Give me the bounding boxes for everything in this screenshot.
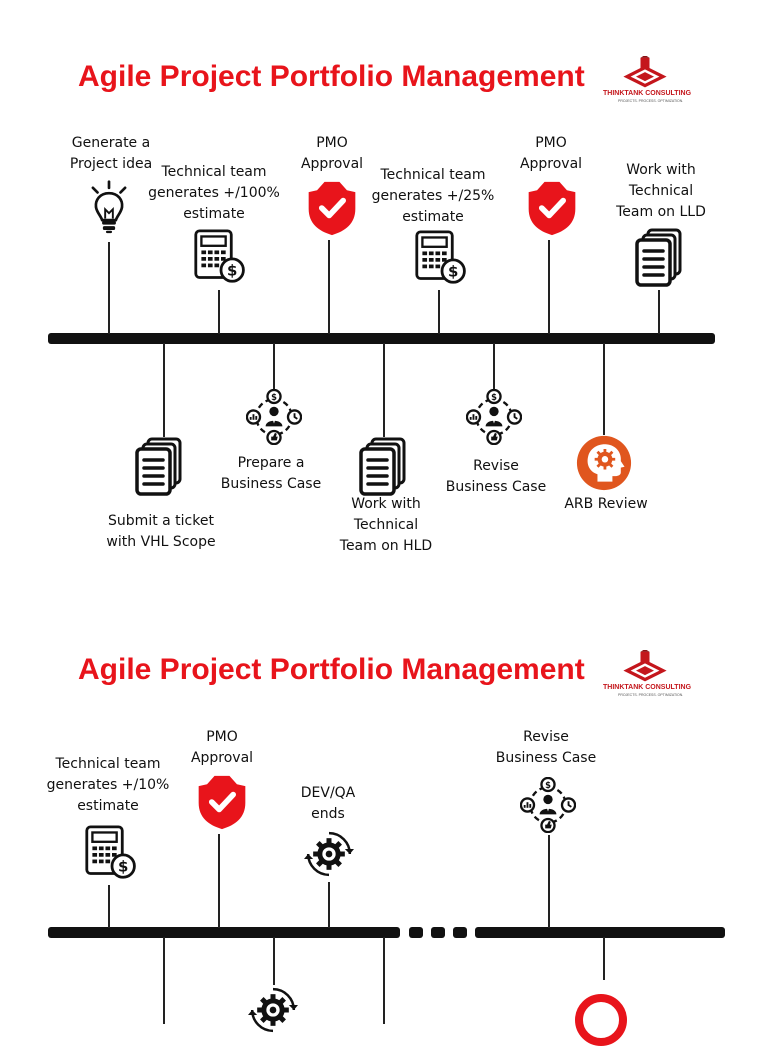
connector-line: [603, 343, 605, 435]
timeline-bar: [48, 333, 715, 344]
logo-tagline: PROJECTS. PROCESS. OPTIMIZATION.: [618, 99, 684, 103]
milestone-label: Revise Business Case: [495, 729, 597, 766]
business-case-icon: [520, 777, 576, 833]
connector-line: [383, 937, 385, 1024]
connector-line: [493, 343, 495, 389]
timeline-bar: [48, 927, 400, 938]
logo-mark-icon: [618, 650, 672, 684]
milestone-label: Technical team generates +/25% estimate: [371, 167, 495, 225]
gear-cycle-icon: [304, 829, 354, 879]
milestone-label: Revise Business Case: [445, 458, 547, 495]
connector-line: [328, 240, 330, 334]
milestone-label: Work with Technical Team on LLD: [616, 162, 706, 220]
connector-line: [603, 937, 605, 980]
milestone-label: Prepare a Business Case: [220, 455, 322, 492]
connector-line: [108, 242, 110, 334]
milestone-label: Work with Technical Team on HLD: [339, 496, 433, 554]
calculator-icon: [193, 227, 249, 287]
milestone-label: PMO Approval: [190, 729, 254, 766]
business-case-icon: [246, 389, 302, 445]
connector-line: [273, 937, 275, 985]
milestone-label: PMO Approval: [519, 135, 583, 172]
documents-icon: [134, 437, 184, 497]
connector-line: [383, 343, 385, 437]
business-case-icon: [466, 389, 522, 445]
connector-line: [328, 882, 330, 928]
documents-icon: [634, 228, 684, 288]
panel-2-title: Agile Project Portfolio Management: [78, 653, 585, 686]
connector-line: [548, 835, 550, 928]
timeline-gap-segment: [453, 927, 467, 938]
connector-line: [658, 290, 660, 334]
connector-line: [548, 240, 550, 334]
approval-shield-icon: [194, 772, 250, 832]
calculator-icon: [84, 823, 140, 883]
timeline-gap-segment: [409, 927, 423, 938]
connector-line: [163, 343, 165, 437]
logo-name: THINKTANK CONSULTING: [603, 684, 692, 691]
connector-line: [438, 290, 440, 334]
calculator-icon: [414, 228, 470, 288]
logo-tagline: PROJECTS. PROCESS. OPTIMIZATION.: [618, 693, 684, 697]
milestone-label: ARB Review: [564, 496, 648, 512]
logo-mark-icon: [618, 56, 672, 90]
connector-line: [218, 834, 220, 928]
arb-review-head-icon: [576, 435, 632, 491]
documents-icon: [358, 437, 408, 497]
lightbulb-icon: [86, 174, 132, 240]
connector-line: [273, 343, 275, 389]
timeline-gap-segment: [431, 927, 445, 938]
timeline-bar: [475, 927, 725, 938]
milestone-label: Technical team generates +/100% estimate: [148, 164, 280, 222]
approval-shield-icon: [304, 178, 360, 238]
red-ring-icon: [575, 994, 627, 1046]
milestone-label: Generate a Project idea: [69, 135, 153, 172]
panel-1-title: Agile Project Portfolio Management: [78, 60, 585, 93]
connector-line: [163, 937, 165, 1024]
milestone-label: Technical team generates +/10% estimate: [46, 756, 170, 814]
connector-line: [218, 290, 220, 334]
milestone-label: Submit a ticket with VHL Scope: [106, 513, 216, 550]
logo-name: THINKTANK CONSULTING: [603, 90, 692, 97]
gear-cycle-icon: [248, 985, 298, 1035]
approval-shield-icon: [524, 178, 580, 238]
milestone-label: DEV/QA ends: [300, 785, 356, 822]
connector-line: [108, 885, 110, 928]
milestone-label: PMO Approval: [300, 135, 364, 172]
